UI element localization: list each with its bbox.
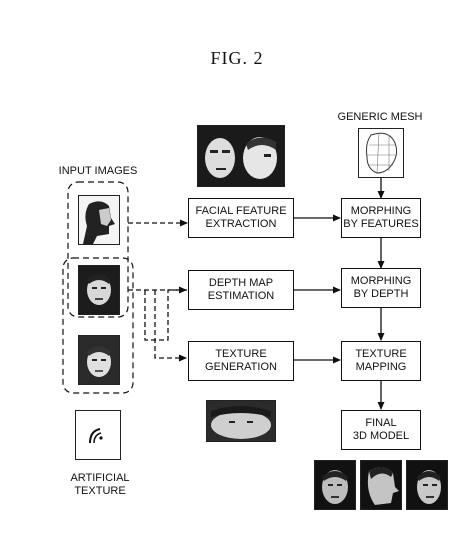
- depth-map-estimation-box: DEPTH MAP ESTIMATION: [188, 270, 294, 310]
- input-images-label: INPUT IMAGES: [58, 165, 138, 177]
- final-model-side-image: [360, 460, 402, 510]
- artificial-texture-label: ARTIFICIAL TEXTURE: [70, 472, 130, 497]
- depth-map-estimation-text: DEPTH MAP ESTIMATION: [207, 277, 275, 302]
- texture-mapping-box: TEXTURE MAPPING: [341, 341, 421, 381]
- final-3d-model-text: FINAL 3D MODEL: [352, 417, 410, 442]
- input-images-group: [67, 181, 129, 318]
- morphing-by-depth-box: MORPHING BY DEPTH: [341, 268, 421, 308]
- texture-generation-box: TEXTURE GENERATION: [188, 341, 294, 381]
- input-image-frontal: [78, 265, 120, 315]
- texture-mapping-text: TEXTURE MAPPING: [355, 348, 407, 373]
- generated-texture-image: [206, 400, 276, 442]
- final-3d-model-box: FINAL 3D MODEL: [341, 410, 421, 450]
- figure-title: FIG. 2: [210, 48, 264, 68]
- feature-points-photo: [197, 125, 285, 187]
- generic-mesh-image: [358, 128, 404, 178]
- texture-generation-text: TEXTURE GENERATION: [205, 348, 277, 373]
- artificial-texture-image: [75, 410, 121, 460]
- arrow-branch-depth: [144, 286, 187, 341]
- morphing-by-features-text: MORPHING BY FEATURES: [343, 205, 419, 230]
- facial-feature-extraction-text: FACIAL FEATURE EXTRACTION: [195, 205, 287, 230]
- final-model-front-image: [314, 460, 356, 510]
- arrow-to-texture-gen: [154, 290, 187, 362]
- input-image-profile: [78, 195, 120, 245]
- morphing-by-depth-text: MORPHING BY DEPTH: [350, 275, 412, 300]
- generic-mesh-label: GENERIC MESH: [337, 111, 423, 123]
- facial-feature-extraction-box: FACIAL FEATURE EXTRACTION: [188, 198, 294, 238]
- input-image-texture: [78, 335, 120, 385]
- texture-images-group: [62, 257, 134, 394]
- morphing-by-features-box: MORPHING BY FEATURES: [341, 198, 421, 238]
- final-model-angle-image: [406, 460, 448, 510]
